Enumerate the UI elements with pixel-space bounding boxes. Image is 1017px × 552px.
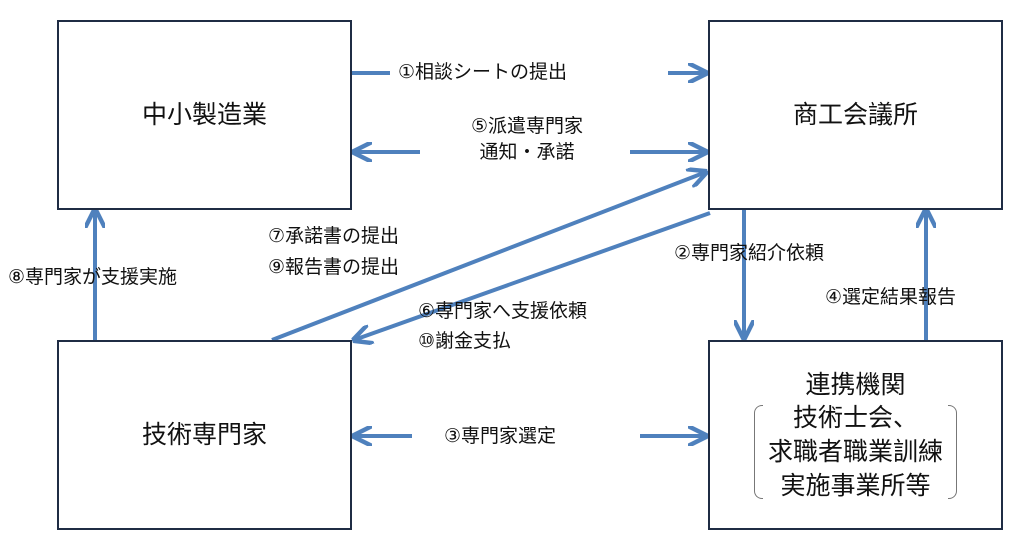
label-e6: ⑥専門家へ支援依頼 — [418, 300, 588, 322]
node-org-title: 連携機関 — [805, 369, 906, 399]
label-e10: ⑩謝金支払 — [418, 330, 512, 352]
label-e2: ②専門家紹介依頼 — [674, 242, 825, 264]
label-e8: ⑧専門家が支援実施 — [8, 266, 178, 288]
label-e9: ⑨報告書の提出 — [268, 256, 400, 278]
node-sme: 中小製造業 — [57, 20, 352, 210]
node-org-bracket: 技術士会、 求職者職業訓練 実施事業所等 — [753, 401, 958, 502]
label-e3: ③専門家選定 — [444, 425, 557, 447]
node-sme-label: 中小製造業 — [141, 100, 267, 130]
node-org-line-1: 技術士会、 — [792, 403, 918, 433]
node-expert: 技術専門家 — [57, 340, 352, 530]
label-e1: ①相談シートの提出 — [398, 61, 568, 83]
label-e5: ⑤派遣専門家 通知・承諾 — [424, 113, 630, 165]
node-chamber-label: 商工会議所 — [792, 100, 918, 130]
node-org: 連携機関 技術士会、 求職者職業訓練 実施事業所等 — [708, 340, 1003, 530]
node-chamber: 商工会議所 — [708, 20, 1003, 210]
label-e5-line-1: ⑤派遣専門家 — [470, 115, 584, 137]
arrow-6-10 — [354, 211, 711, 340]
node-expert-label: 技術専門家 — [141, 420, 267, 450]
label-e5-line-2: 通知・承諾 — [479, 141, 575, 163]
node-org-line-3: 実施事業所等 — [780, 470, 931, 500]
node-org-line-2: 求職者職業訓練 — [767, 437, 943, 466]
label-e7: ⑦承諾書の提出 — [268, 225, 400, 247]
arrow-7-9 — [271, 172, 706, 342]
label-e4: ④選定結果報告 — [825, 286, 957, 308]
